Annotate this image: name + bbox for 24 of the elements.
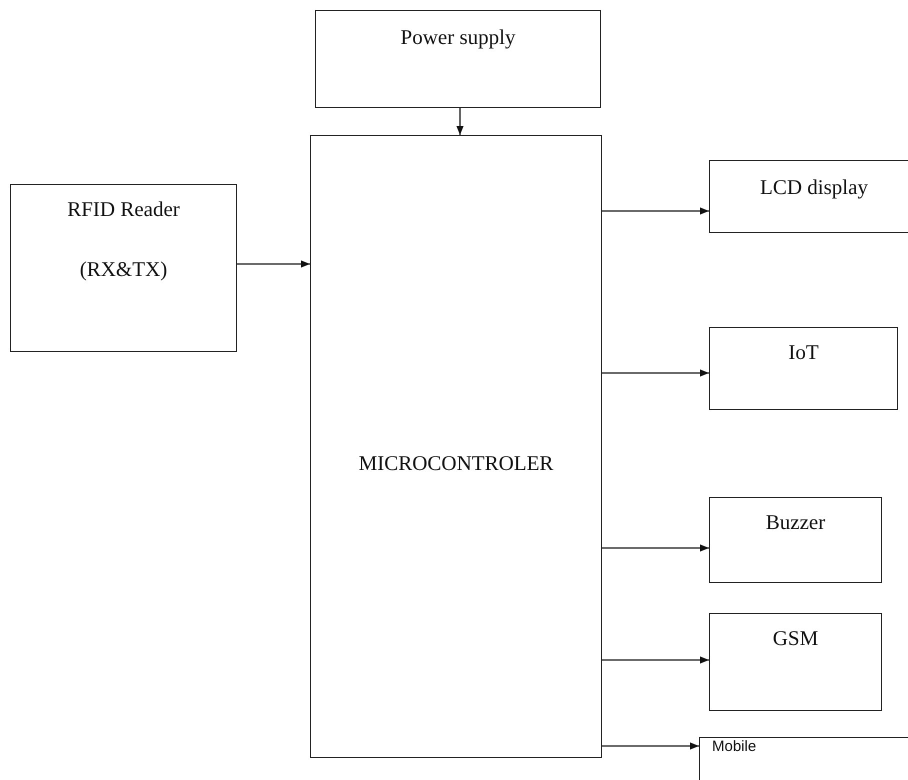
arrow: [602, 544, 709, 552]
block-label: LCD display: [759, 175, 869, 200]
block-label: IoT: [787, 340, 820, 365]
display-box: [709, 160, 908, 233]
arrow: [602, 742, 699, 750]
block-label: Power supply: [400, 25, 516, 50]
buzzer-box: [709, 497, 882, 583]
power-supply-box: [315, 10, 601, 108]
arrow: [602, 207, 709, 215]
gsm-box: [709, 613, 882, 711]
iot-box: [709, 327, 898, 410]
arrow: [602, 369, 709, 377]
block-label: RFID Reader: [66, 197, 181, 222]
block-label: MICROCONTROLER: [358, 451, 554, 476]
arrow: [602, 656, 709, 664]
block-label: Mobile: [712, 738, 758, 755]
block-label: (RX&TX): [78, 257, 168, 282]
arrow: [237, 260, 310, 268]
reader-box: [10, 184, 237, 352]
block-label: Buzzer: [764, 510, 826, 535]
mobile-box: [699, 737, 908, 780]
block-label: GSM: [772, 626, 820, 651]
microcontroller-box: [310, 135, 602, 758]
arrow: [456, 108, 464, 135]
